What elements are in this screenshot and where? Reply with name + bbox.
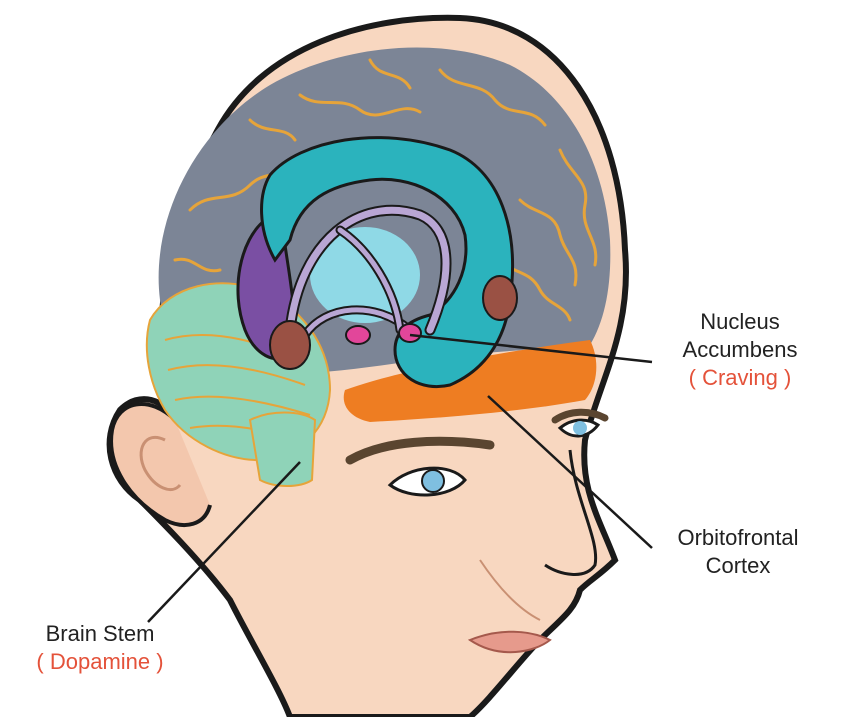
label-stem-line1: Brain Stem <box>0 620 200 648</box>
label-nucleus-line1: Nucleus <box>650 308 830 336</box>
label-nucleus-sub: ( Craving ) <box>650 364 830 392</box>
amygdala-right <box>483 276 517 320</box>
right-iris <box>573 421 587 435</box>
label-orbitofrontal-cortex: Orbitofrontal Cortex <box>638 524 838 580</box>
label-nucleus-accumbens: Nucleus Accumbens ( Craving ) <box>650 308 830 392</box>
label-brain-stem: Brain Stem ( Dopamine ) <box>0 620 200 676</box>
nucleus-accumbens-dot <box>399 324 421 342</box>
label-orbito-line1: Orbitofrontal <box>638 524 838 552</box>
label-stem-sub: ( Dopamine ) <box>0 648 200 676</box>
nucleus-accumbens-dot <box>346 326 370 344</box>
amygdala-left <box>270 321 310 369</box>
left-iris <box>422 470 444 492</box>
brain-stem <box>250 413 315 487</box>
label-nucleus-line2: Accumbens <box>650 336 830 364</box>
label-orbito-line2: Cortex <box>638 552 838 580</box>
